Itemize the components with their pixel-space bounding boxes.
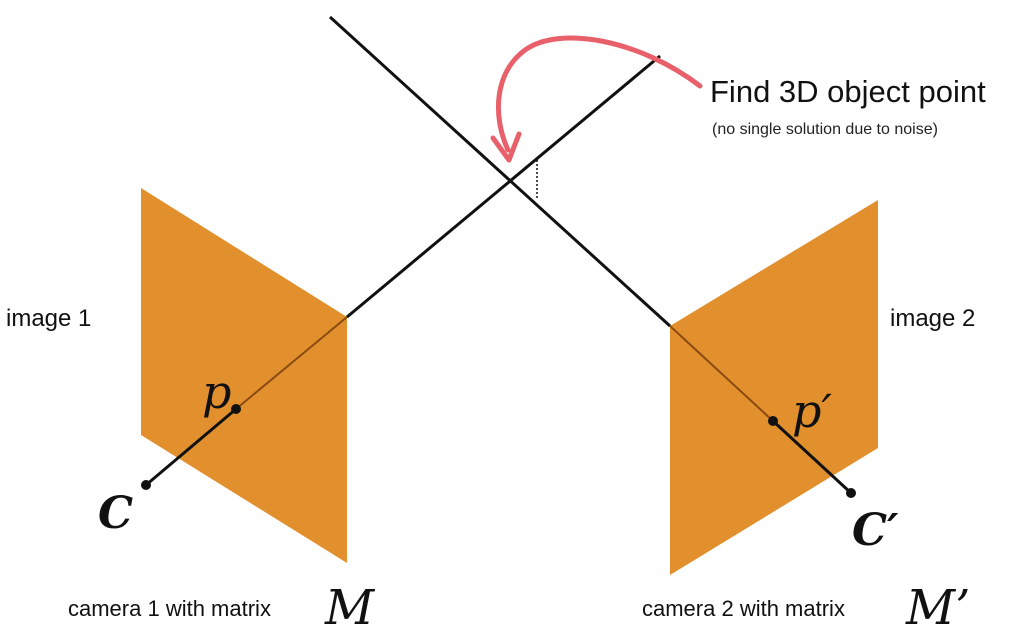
curved-arrow-icon	[495, 35, 703, 153]
image-1-label: image 1	[6, 305, 92, 332]
ray-camera-1-behind	[235, 316, 348, 410]
annotation-subtitle: (no single solution due to noise)	[712, 121, 938, 138]
image-plane-2	[670, 200, 878, 575]
camera-1-caption: camera 1 with matrix	[68, 596, 271, 621]
point-c	[141, 480, 151, 490]
image-point-p-prime: p′	[792, 384, 832, 438]
camera-center-c: C	[98, 488, 134, 539]
image-2-label: image 2	[890, 305, 976, 332]
ray-camera-1-segment	[145, 407, 237, 487]
ray-camera-2	[328, 15, 672, 328]
image-point-p: p	[202, 365, 232, 419]
ray-camera-1	[346, 54, 661, 319]
ray-camera-2-behind	[669, 325, 774, 422]
image-plane-1	[141, 188, 347, 563]
point-p-prime	[768, 416, 778, 426]
point-c-prime	[846, 488, 856, 498]
arrowhead-icon	[490, 131, 522, 163]
annotation-title: Find 3D object point	[710, 74, 986, 109]
camera-center-c-prime: C′	[852, 505, 899, 556]
camera-2-matrix: M’	[906, 580, 971, 636]
camera-1-matrix: M	[325, 580, 375, 636]
ray-camera-2-segment	[771, 419, 853, 495]
point-p	[231, 404, 241, 414]
camera-2-caption: camera 2 with matrix	[642, 596, 845, 621]
